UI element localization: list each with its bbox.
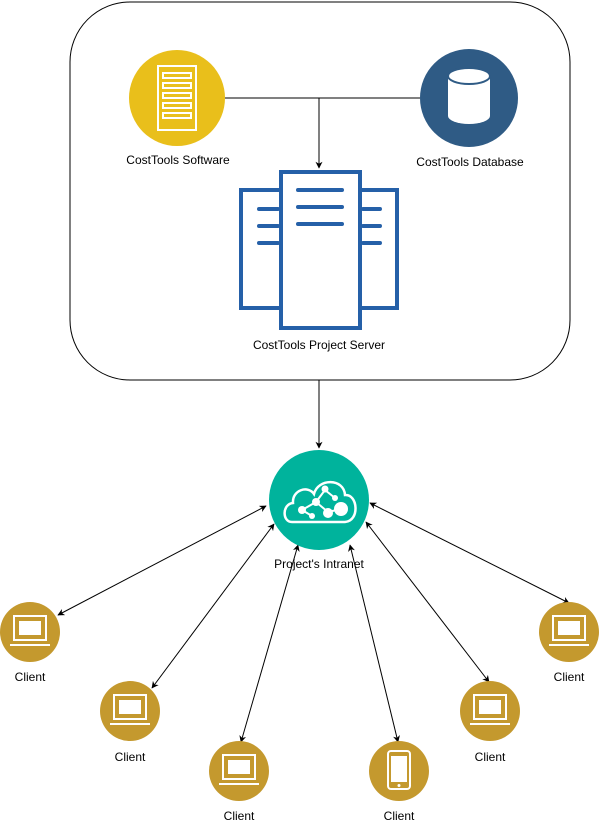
mobile-phone-icon: [387, 750, 411, 790]
client-node[interactable]: Client: [539, 602, 599, 684]
client-label: Client: [224, 809, 255, 823]
client-label: Client: [115, 750, 146, 764]
laptop-icon: [10, 615, 50, 646]
group-connectors: [225, 97, 420, 449]
database-label: CostTools Database: [416, 155, 524, 169]
server-rack-icon: [157, 65, 197, 131]
client-node[interactable]: Client: [209, 741, 269, 823]
client-node[interactable]: Client: [0, 602, 60, 684]
server-cluster-slots: [257, 188, 382, 245]
software-node[interactable]: CostTools Software: [126, 50, 230, 167]
client-node[interactable]: Client: [369, 741, 429, 823]
client-label: Client: [475, 750, 506, 764]
database-icon-rim: [447, 67, 491, 85]
client-label: Client: [15, 670, 46, 684]
database-node[interactable]: CostTools Database: [416, 49, 524, 169]
intranet-node[interactable]: Project's Intranet: [269, 450, 369, 571]
client-node[interactable]: Client: [100, 681, 160, 764]
intranet-label: Project's Intranet: [274, 557, 364, 571]
project-server-label: CostTools Project Server: [253, 338, 385, 352]
project-server-node[interactable]: CostTools Project Server: [239, 170, 399, 352]
laptop-icon: [219, 754, 259, 785]
laptop-icon: [470, 694, 510, 725]
software-label: CostTools Software: [126, 153, 230, 167]
cloud-network-icon: [283, 480, 357, 524]
client-label: Client: [384, 809, 415, 823]
laptop-icon: [549, 615, 589, 646]
server-cluster-icon: [239, 170, 399, 330]
client-connectors: [57, 502, 570, 743]
client-label: Client: [554, 670, 585, 684]
client-node[interactable]: Client: [460, 681, 520, 764]
database-icon: [448, 68, 490, 124]
laptop-icon: [110, 694, 150, 725]
